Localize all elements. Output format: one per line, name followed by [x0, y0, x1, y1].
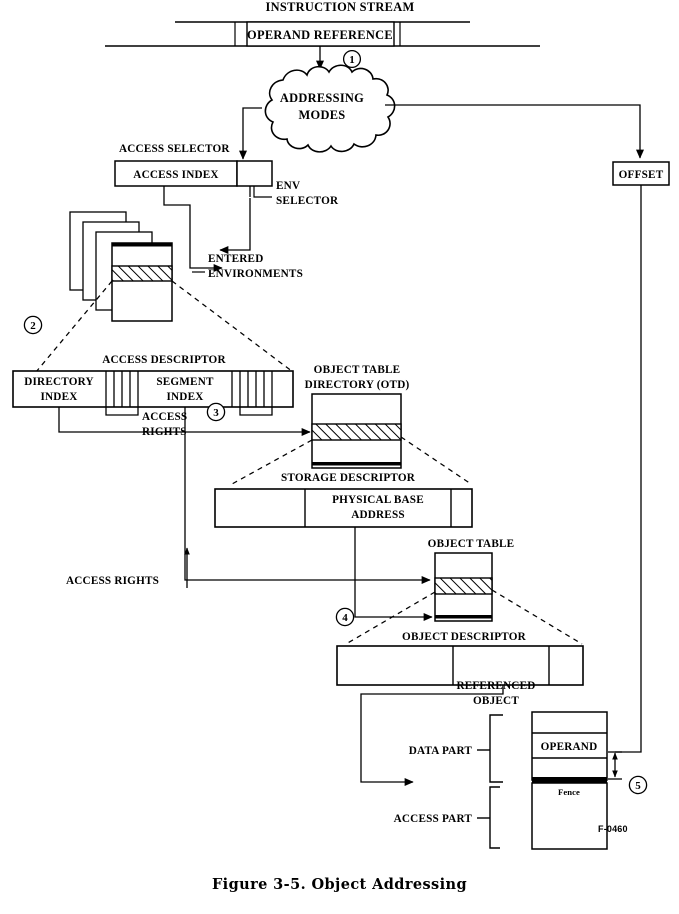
access-descriptor-title: ACCESS DESCRIPTOR	[102, 354, 226, 366]
data-part-label: DATA PART	[409, 745, 473, 757]
otd-line1: OBJECT TABLE	[314, 364, 401, 376]
referenced-object-data-frame	[531, 711, 608, 781]
step-1-circle	[342, 49, 362, 69]
step-4-circle	[335, 607, 355, 627]
environment-card-front	[111, 242, 173, 322]
object-descriptor-box	[336, 645, 584, 686]
object-descriptor-to-referenced-object-path	[360, 685, 504, 787]
otd-bottom-bar	[312, 462, 401, 466]
segment-index-to-object-table-arrow	[184, 407, 431, 585]
step-2-circle	[23, 315, 43, 335]
expand-line-ad-right	[171, 280, 294, 373]
step-4-number: 4	[342, 612, 348, 624]
storage-descriptor-box	[214, 488, 473, 528]
referenced-object-line1: REFERENCED	[456, 680, 535, 692]
fence-label: Fence	[558, 787, 580, 797]
env-selector-line2: SELECTOR	[276, 195, 339, 207]
entered-environments-line2: ENVIRONMENTS	[208, 268, 303, 280]
operand-reference-label: OPERAND REFERENCE	[247, 28, 393, 42]
segment-index-line1: SEGMENT	[156, 376, 214, 388]
object-table-title: OBJECT TABLE	[428, 538, 515, 550]
access-descriptor-box	[12, 370, 294, 408]
object-table-selected-entry	[434, 577, 493, 595]
step-3-number: 3	[213, 407, 219, 419]
env-to-environment-arrow	[219, 198, 251, 255]
directory-index-to-otd-arrow	[58, 407, 311, 437]
env-selector-leader	[253, 186, 272, 198]
referenced-object-line2: OBJECT	[473, 695, 519, 707]
access-rights-line1: ACCESS	[142, 411, 187, 423]
offset-label: OFFSET	[619, 169, 664, 181]
step-5-number: 5	[635, 780, 641, 792]
environment-front-topbar	[112, 243, 172, 247]
access-selector-title: ACCESS SELECTOR	[119, 143, 230, 155]
object-table-bottom-bar	[435, 615, 492, 619]
referenced-object-box: OPERAND Fence	[531, 711, 608, 850]
cloud-to-access-selector-path	[238, 107, 262, 160]
data-part-bracket	[489, 714, 503, 783]
storage-to-object-table-arrow	[354, 612, 433, 622]
operand-reference-box	[246, 21, 395, 47]
step-5-circle	[628, 775, 648, 795]
access-selector-env-cell	[236, 160, 273, 187]
access-part-label: ACCESS PART	[394, 813, 473, 825]
access-index-to-descriptor-arrow	[163, 186, 223, 273]
step-2-number: 2	[30, 320, 36, 332]
otd-line2: DIRECTORY (OTD)	[305, 379, 410, 391]
addressing-modes-cloud	[264, 64, 396, 153]
access-part-bracket	[489, 786, 500, 849]
addressing-modes-line1: ADDRESSING	[280, 91, 364, 105]
otd-selected-entry	[311, 423, 402, 441]
offset-down-path	[615, 185, 642, 753]
access-descriptor-frame	[12, 370, 294, 408]
entered-environments-stack	[69, 211, 173, 322]
env-selector-line1: ENV	[276, 180, 300, 192]
directory-index-line1: DIRECTORY	[24, 376, 94, 388]
object-table	[434, 552, 493, 622]
storage-descriptor-frame	[214, 488, 473, 528]
expand-line-sd-right	[400, 436, 472, 485]
physical-base-line2: ADDRESS	[351, 509, 405, 521]
otd-table	[311, 393, 402, 469]
entered-environments-line1: ENTERED	[208, 253, 264, 265]
figure-caption: Figure 3-5. Object Addressing	[211, 876, 467, 893]
object-descriptor-frame	[336, 645, 584, 686]
cloud-to-offset-path	[385, 104, 645, 159]
referenced-object-access-frame	[531, 782, 608, 850]
access-rights-brace-left	[105, 407, 139, 416]
expand-line-ad-left	[35, 280, 113, 373]
addressing-modes-line2: MODES	[299, 108, 346, 122]
storage-descriptor-title: STORAGE DESCRIPTOR	[281, 472, 416, 484]
fence-bar	[532, 777, 607, 783]
directory-index-line2: INDEX	[40, 391, 77, 403]
access-rights-brace-right	[239, 407, 273, 416]
segment-index-line2: INDEX	[166, 391, 203, 403]
access-rights-path-label: ACCESS RIGHTS	[66, 575, 159, 587]
entered-environment-hatched-entry	[111, 265, 173, 282]
expand-line-sd-left	[231, 439, 313, 485]
operand-cell-label: OPERAND	[541, 741, 598, 753]
step-1-number: 1	[349, 54, 355, 66]
step-3-circle	[206, 402, 226, 422]
object-descriptor-title: OBJECT DESCRIPTOR	[402, 631, 527, 643]
instruction-stream-title: INSTRUCTION STREAM	[266, 0, 415, 14]
expand-line-od-left	[345, 591, 436, 645]
access-index-label: ACCESS INDEX	[133, 169, 218, 181]
physical-base-line1: PHYSICAL BASE	[332, 494, 424, 506]
figure-id: F-0460	[598, 824, 628, 834]
expand-line-od-right	[491, 589, 583, 645]
